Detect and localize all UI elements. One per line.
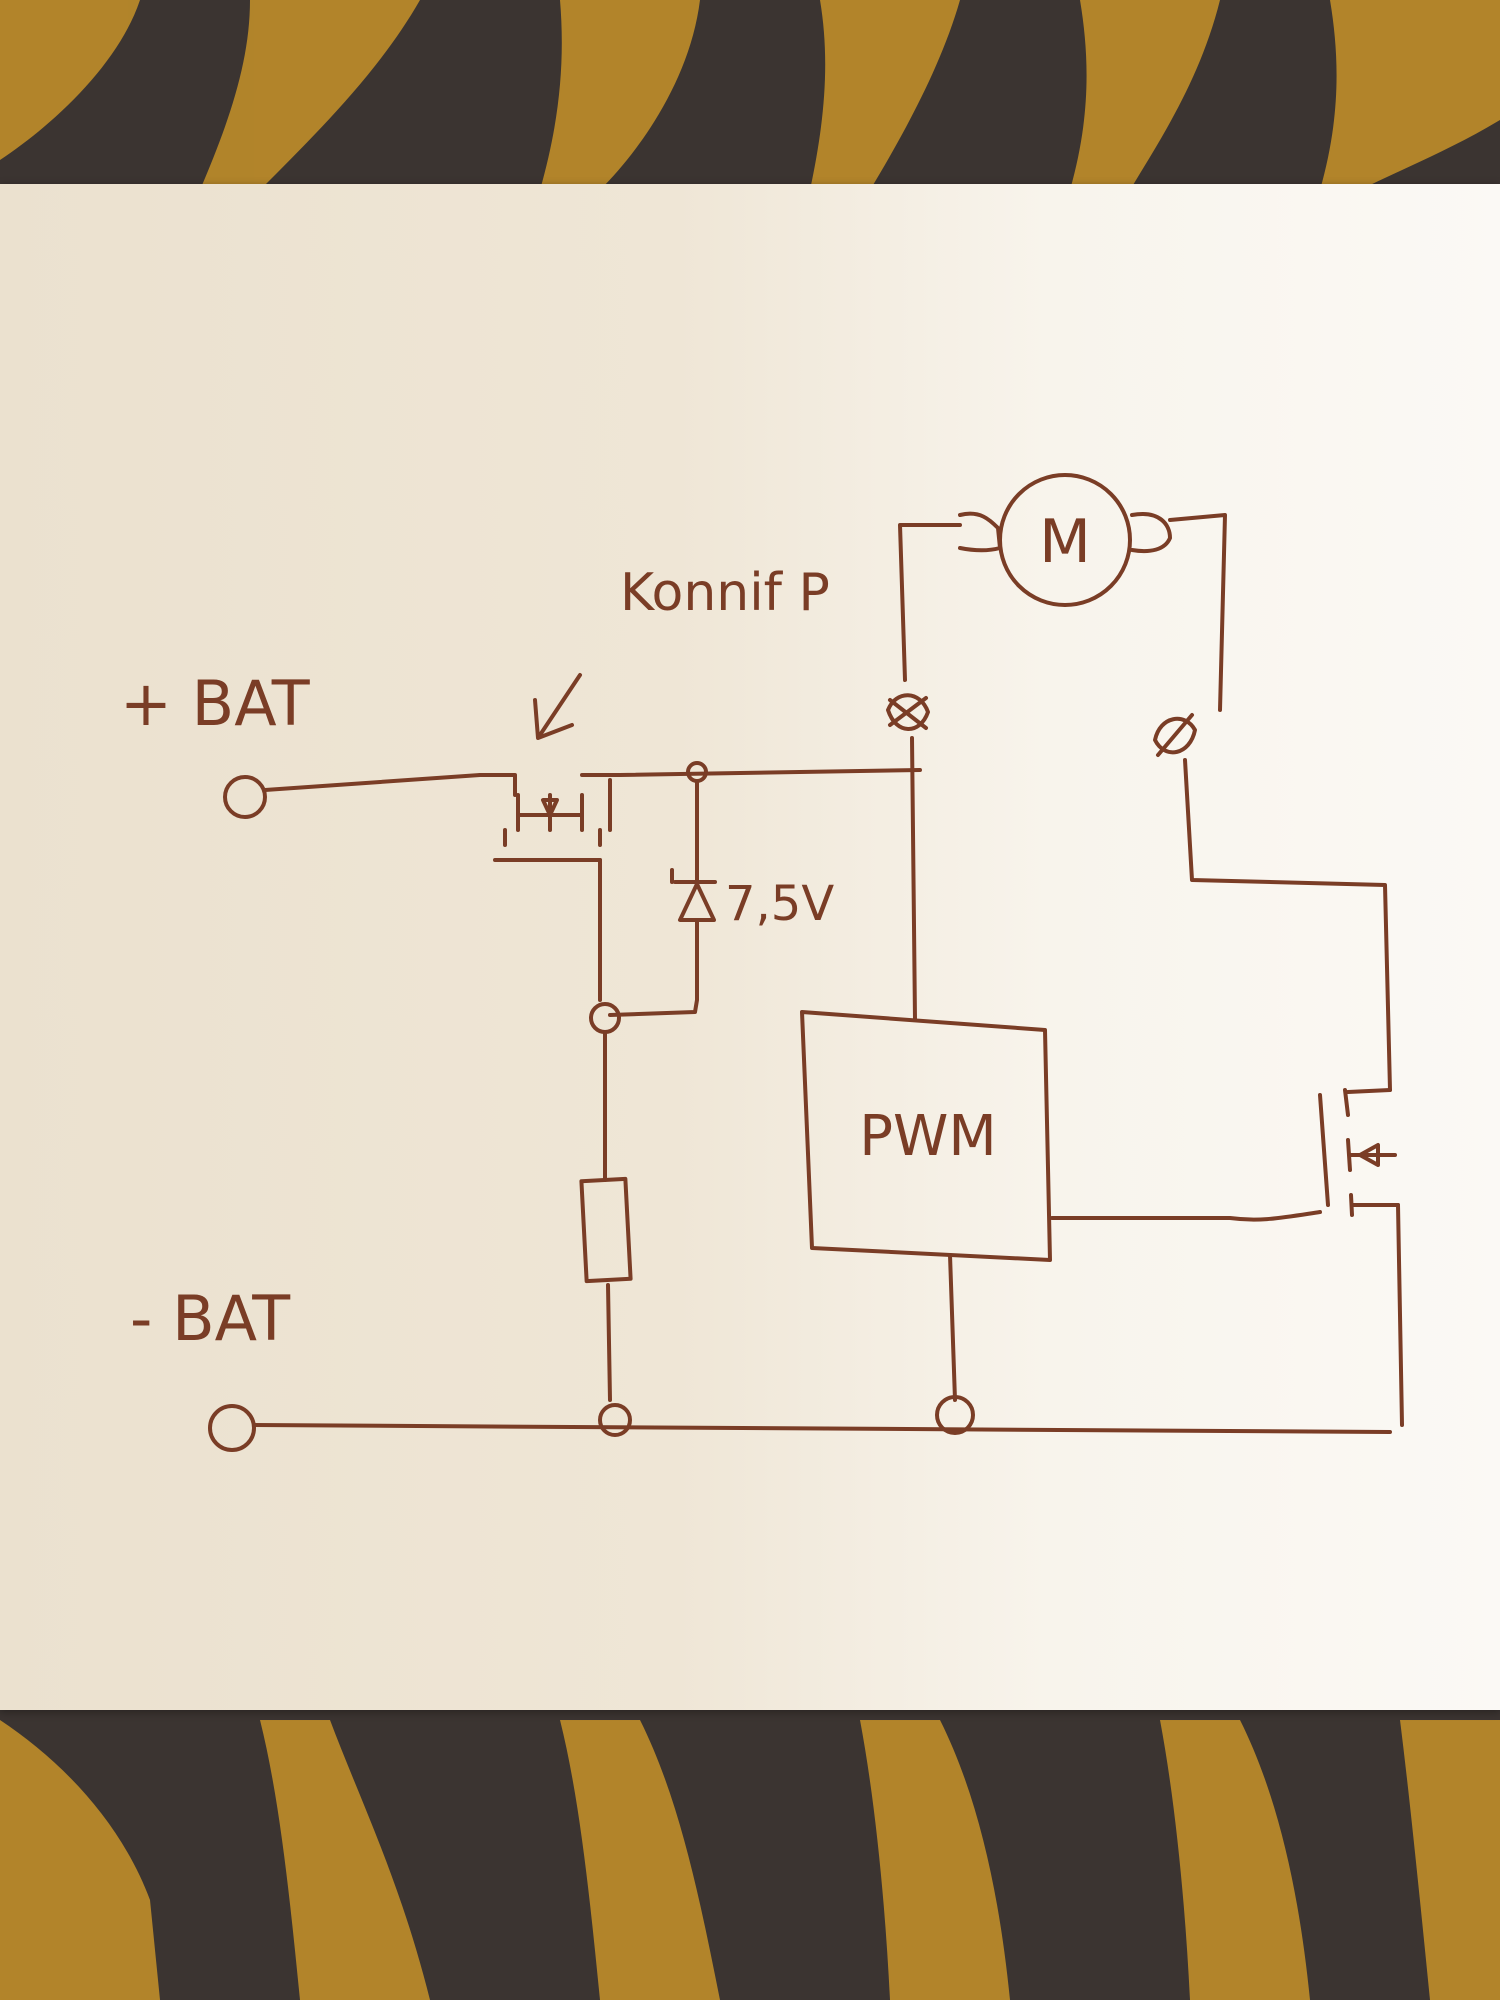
resistor-symbol xyxy=(579,1176,633,1284)
motor-right-connector xyxy=(1153,713,1197,757)
p-mosfet-symbol xyxy=(478,773,622,862)
pwm-to-gate-wire xyxy=(1050,1210,1322,1222)
mosfet-note-label: Konnif P xyxy=(620,563,830,623)
source-to-ground-wire xyxy=(1396,1203,1404,1427)
gate-junction-node xyxy=(589,1002,621,1034)
zener-value-label: 7,5V xyxy=(725,876,834,932)
ground-junction-pwm xyxy=(935,1395,975,1435)
motor-to-pwm-wire xyxy=(910,736,917,1022)
pwm-ground-wire xyxy=(948,1253,957,1402)
motor-symbol: M xyxy=(958,473,1172,607)
resistor-to-ground-wire xyxy=(606,1283,612,1402)
motor-left-wire xyxy=(898,523,962,682)
source-rail-wire xyxy=(618,768,922,777)
n-mosfet-symbol xyxy=(1318,1088,1400,1217)
plus-bat-label: + BAT xyxy=(120,667,311,740)
minus-bat-label: - BAT xyxy=(130,1282,291,1355)
paper-sheet xyxy=(0,184,1500,1710)
pwm-label: PWM xyxy=(859,1104,996,1169)
plus-rail-wire xyxy=(263,773,482,792)
drain-wire xyxy=(1183,758,1392,1092)
ground-rail-wire xyxy=(252,1423,1392,1434)
pwm-module-box: PWM xyxy=(800,1010,1052,1262)
plus-bat-terminal xyxy=(223,775,267,819)
motor-right-wire xyxy=(1168,513,1227,712)
annotation-arrow xyxy=(533,673,582,740)
motor-label: M xyxy=(1039,507,1091,577)
minus-bat-terminal xyxy=(208,1404,256,1452)
ground-junction-resistor xyxy=(598,1403,632,1437)
zener-diode-symbol xyxy=(608,779,717,1017)
motor-left-connector xyxy=(886,693,930,731)
